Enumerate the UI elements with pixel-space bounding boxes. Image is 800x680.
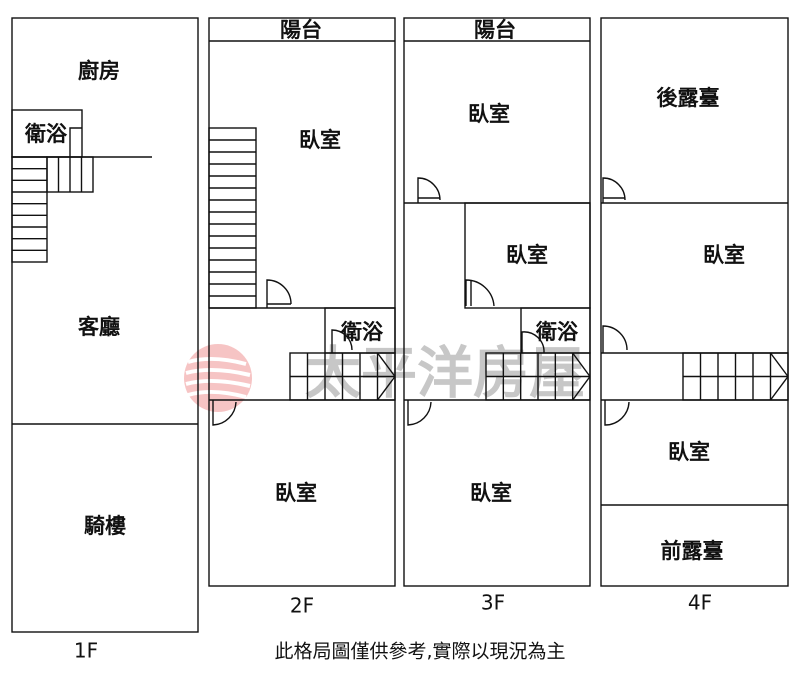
floor-label-1f: 1F [74, 639, 98, 663]
door-icon [602, 177, 626, 203]
room-bedroom-front: 臥室 [470, 481, 512, 505]
door-icon [521, 331, 545, 354]
door-icon [212, 400, 237, 426]
room-bedroom-mid: 臥室 [506, 243, 548, 267]
staircase-icon [682, 352, 789, 401]
floor-label-2f: 2F [290, 594, 314, 618]
room-bedroom-back: 臥室 [299, 128, 341, 152]
staircase-icon [289, 352, 396, 401]
room-bath: 衛浴 [535, 320, 579, 344]
room-bedroom-mid: 臥室 [703, 243, 745, 267]
door-icon [602, 325, 628, 353]
staircase-icon [11, 156, 48, 263]
watermark-text: 太平洋房屋 [305, 341, 585, 407]
door-icon [331, 329, 353, 353]
room-arcade: 騎樓 [84, 514, 126, 538]
room-balcony: 陽台 [280, 18, 322, 42]
room-rear-terrace: 後露臺 [657, 86, 720, 110]
floor-label-3f: 3F [481, 591, 505, 615]
staircase-icon [46, 156, 94, 193]
floor-4f: 後露臺 臥室 臥室 前露臺 4F [600, 17, 789, 615]
room-living: 客廳 [78, 315, 120, 339]
door-icon [407, 400, 432, 426]
door-icon [417, 177, 441, 203]
disclaimer-caption: 此格局圖僅供參考,實際以現況為主 [274, 641, 565, 663]
room-bath: 衛浴 [340, 320, 384, 344]
floor-3f: 陽台 臥室 臥室 衛浴 臥室 3F [403, 17, 591, 615]
door-icon [604, 400, 630, 426]
room-kitchen: 廚房 [78, 59, 120, 83]
room-bedroom-front: 臥室 [668, 440, 710, 464]
room-balcony: 陽台 [474, 18, 516, 42]
floor-label-4f: 4F [688, 591, 712, 615]
room-bedroom-back: 臥室 [468, 102, 510, 126]
floor-1f: 廚房 衛浴 客廳 騎樓 1F [11, 17, 199, 663]
door-icon [465, 279, 495, 307]
room-front-terrace: 前露臺 [661, 539, 724, 563]
watermark-logo-icon [184, 344, 252, 412]
room-bedroom-front: 臥室 [275, 481, 317, 505]
staircase-icon [208, 127, 257, 309]
room-bath: 衛浴 [24, 122, 68, 146]
floor-2f: 陽台 臥室 衛浴 臥室 2F [208, 17, 396, 618]
staircase-icon [485, 352, 591, 401]
door-icon [266, 279, 292, 308]
